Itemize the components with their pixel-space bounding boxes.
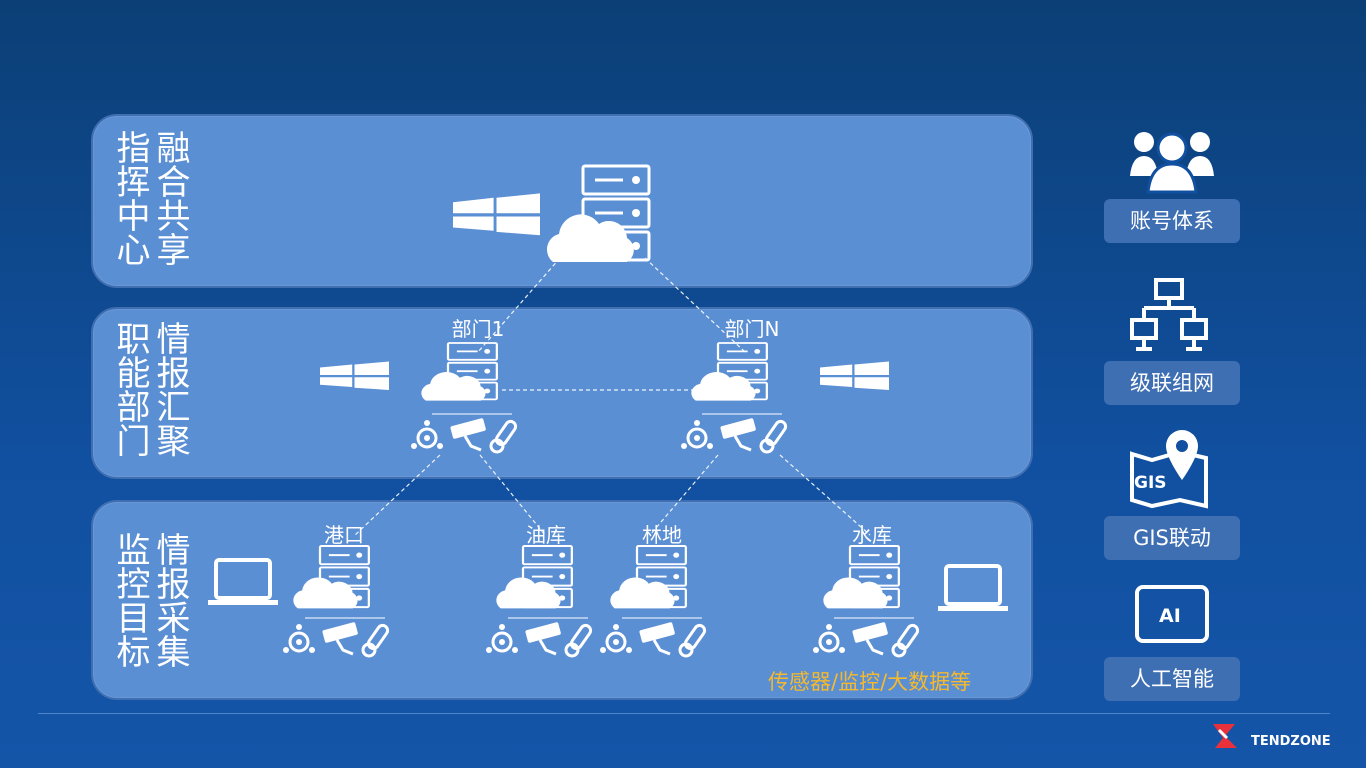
sensors-note: 传感器/监控/大数据等 xyxy=(768,670,972,694)
node-label-dept1: 部门1 xyxy=(451,317,505,341)
tier-label-col1: 监控目标 xyxy=(110,532,150,668)
tier-label-col1: 职能部门 xyxy=(110,321,150,457)
users-icon xyxy=(1130,132,1214,194)
tier-label-col1: 指挥中心 xyxy=(110,130,150,266)
ai-badge: AI xyxy=(1159,605,1181,627)
node-label-reservoir: 水库 xyxy=(852,523,892,547)
ai-icon: AI xyxy=(1135,585,1209,643)
tendzone-logo: TENDZONE xyxy=(1251,734,1331,749)
node-label-forest: 林地 xyxy=(642,523,682,547)
gis-badge: GIS xyxy=(1134,473,1167,493)
gis-map-icon: GIS xyxy=(1130,430,1208,509)
tier-label-col2: 情报采集 xyxy=(150,532,190,668)
footer-divider xyxy=(38,713,1330,714)
node-label-oil: 油库 xyxy=(526,523,566,547)
node-label-port: 港口 xyxy=(324,523,364,547)
node-label-deptN: 部门N xyxy=(724,317,780,341)
ai-button[interactable]: 人工智能 xyxy=(1104,657,1240,701)
tier-functional-depts: 职能部门 情报汇聚 xyxy=(91,307,1033,479)
account-system-button[interactable]: 账号体系 xyxy=(1104,199,1240,243)
tier-label-col2: 情报汇聚 xyxy=(150,321,190,457)
network-icon xyxy=(1130,278,1208,351)
tendzone-logo-icon xyxy=(1213,724,1237,748)
tier-label-col2: 融合共享 xyxy=(150,130,190,266)
cascade-network-button[interactable]: 级联组网 xyxy=(1104,361,1240,405)
tier-command-center: 指挥中心 融合共享 xyxy=(91,114,1033,288)
gis-link-button[interactable]: GIS联动 xyxy=(1104,516,1240,560)
